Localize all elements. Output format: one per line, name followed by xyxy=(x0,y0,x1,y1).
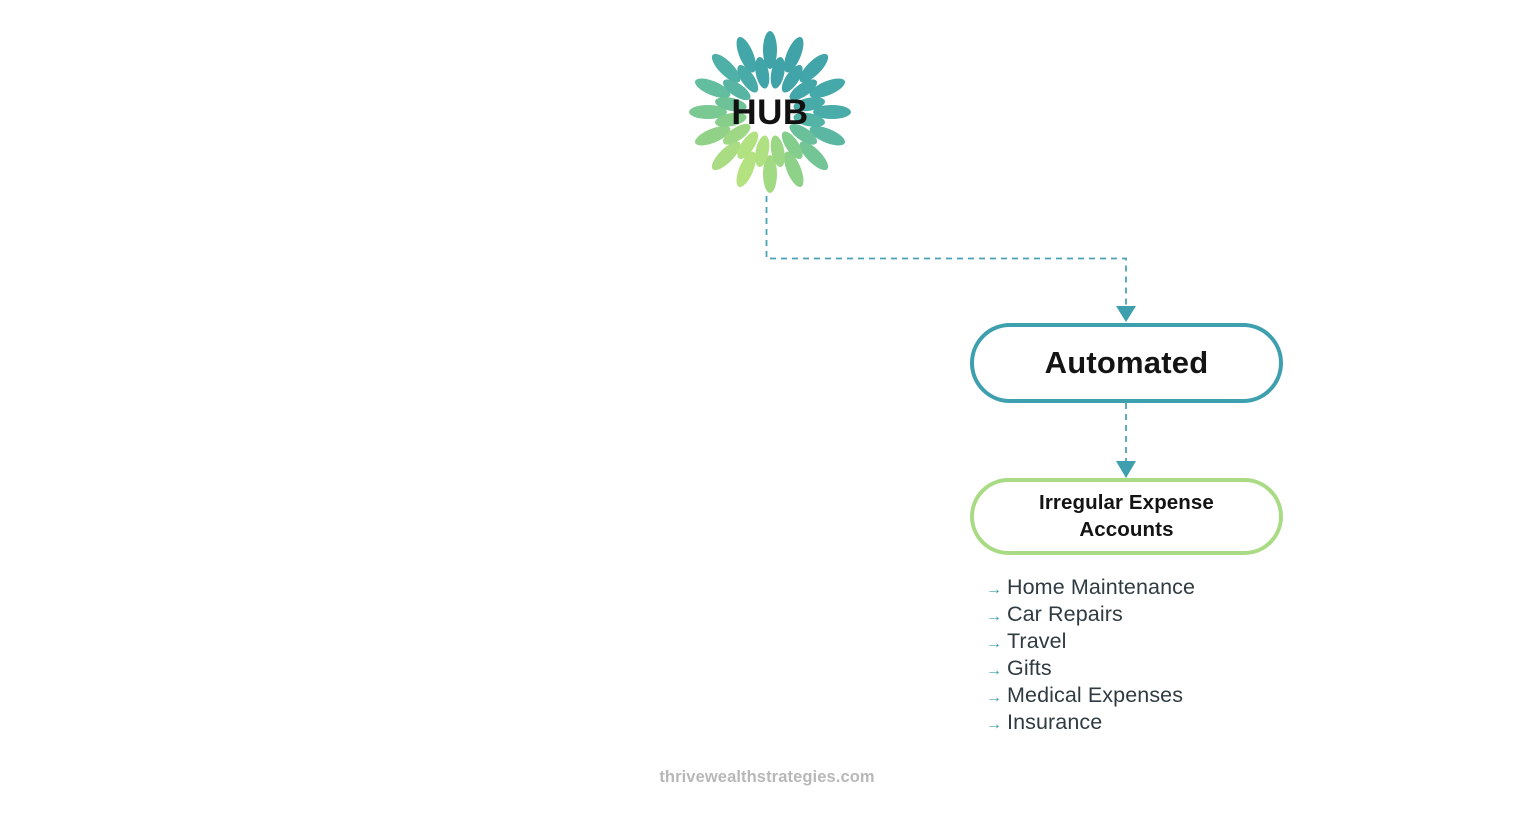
node-automated[interactable]: Automated xyxy=(970,323,1283,403)
arrow-right-icon: → xyxy=(986,662,1003,679)
hub-petal-burst-icon xyxy=(689,31,851,193)
automated-to-irregular-connector xyxy=(1116,403,1136,478)
arrow-right-icon: → xyxy=(986,581,1003,598)
node-irregular-label-line-1: Irregular Expense xyxy=(1039,491,1214,515)
arrowhead-icon xyxy=(1116,461,1136,478)
list-item: → Home Maintenance xyxy=(986,575,1406,602)
list-item: → Car Repairs xyxy=(986,602,1406,629)
arrow-right-icon: → xyxy=(986,689,1003,706)
list-item-label: Insurance xyxy=(1007,710,1103,734)
hub-logo: HUB xyxy=(685,27,855,197)
list-item-label: Home Maintenance xyxy=(1007,575,1196,599)
node-irregular-label-line-2: Accounts xyxy=(1079,517,1174,541)
footer-website-url: thrivewealthstrategies.com xyxy=(0,768,1536,787)
hub-label: HUB xyxy=(731,92,809,132)
expense-account-list: → Home Maintenance → Car Repairs → Trave… xyxy=(986,575,1406,737)
hub-to-automated-connector xyxy=(765,196,1136,322)
node-automated-label: Automated xyxy=(1044,345,1209,380)
list-item-label: Car Repairs xyxy=(1007,602,1123,626)
arrow-right-icon: → xyxy=(986,608,1003,625)
arrow-right-icon: → xyxy=(986,716,1003,733)
node-irregular-expense-accounts[interactable]: Irregular Expense Accounts xyxy=(970,478,1283,555)
list-item: → Gifts xyxy=(986,656,1406,683)
list-item-label: Travel xyxy=(1007,629,1067,653)
footer-website-url-text: thrivewealthstrategies.com xyxy=(659,768,875,786)
list-item-label: Medical Expenses xyxy=(1007,683,1184,707)
list-item: → Medical Expenses xyxy=(986,683,1406,710)
list-item-label: Gifts xyxy=(1007,656,1052,680)
list-item: → Travel xyxy=(986,629,1406,656)
arrow-right-icon: → xyxy=(986,635,1003,652)
list-item: → Insurance xyxy=(986,710,1406,737)
node-irregular-label: Irregular Expense Accounts xyxy=(1039,490,1214,542)
arrowhead-icon xyxy=(1116,306,1136,322)
